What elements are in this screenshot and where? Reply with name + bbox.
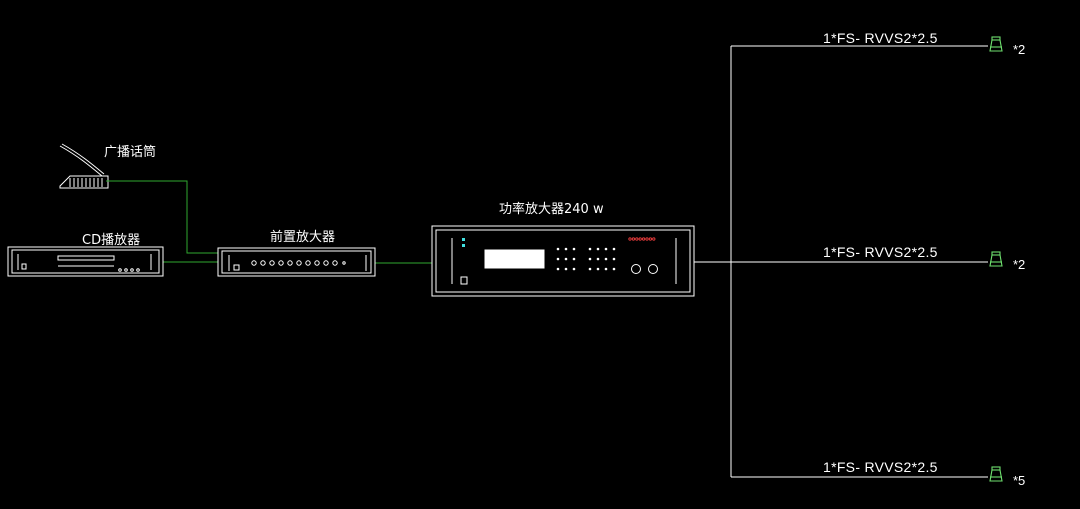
cd-player-device [7, 246, 164, 277]
amp-led [638, 237, 642, 241]
amp-led [635, 237, 639, 241]
amp-indicators [462, 238, 465, 247]
amp-button [556, 257, 560, 261]
speaker-quantity: *2 [1013, 257, 1026, 272]
speaker-icon [989, 251, 1003, 267]
power-amplifier-label: 功率放大器240 w [499, 202, 604, 217]
branch-cable-label: 1*FS- RVVS2*2.5 [823, 459, 938, 475]
amp-button [604, 247, 608, 251]
speaker-quantity: *2 [1013, 42, 1026, 57]
amp-button [588, 247, 592, 251]
amp-button [564, 267, 568, 271]
mic-wire [106, 180, 218, 254]
amp-button [572, 257, 576, 261]
amp-led [631, 237, 636, 241]
pre-amplifier-device [217, 247, 376, 277]
pre-amp-knobs [251, 260, 346, 266]
amp-button [612, 257, 616, 261]
amp-button [596, 247, 600, 251]
power-amplifier-device [431, 225, 695, 297]
amp-button [612, 247, 616, 251]
pre-amplifier-label: 前置放大器 [270, 230, 336, 245]
amp-led [641, 237, 646, 241]
amp-button [604, 257, 608, 261]
speaker-icon [989, 466, 1003, 482]
amp-led [628, 237, 632, 241]
amp-button [564, 247, 568, 251]
mic-label: 广播话筒 [104, 145, 157, 160]
cd-player-label: CD播放器 [82, 233, 141, 248]
speaker-wires [694, 45, 988, 478]
branch-cable-label: 1*FS- RVVS2*2.5 [823, 244, 938, 260]
amp-button [572, 247, 576, 251]
amp-button-grid [556, 247, 616, 271]
amp-button [588, 267, 592, 271]
branch-cable-label: 1*FS- RVVS2*2.5 [823, 30, 938, 46]
amp-button [572, 267, 576, 271]
speaker-quantity: *5 [1013, 473, 1026, 488]
signal-wires [106, 180, 432, 264]
amp-button [596, 267, 600, 271]
amp-led [648, 237, 653, 241]
broadcast-microphone-icon [59, 143, 109, 189]
amp-led-row [628, 237, 656, 241]
amp-button [604, 267, 608, 271]
speaker-icon [989, 36, 1003, 52]
amp-led [652, 237, 656, 241]
amp-button [556, 247, 560, 251]
amp-button [564, 257, 568, 261]
amp-led [645, 237, 649, 241]
amp-button [612, 267, 616, 271]
amp-button [588, 257, 592, 261]
amp-button [556, 267, 560, 271]
amp-button [596, 257, 600, 261]
